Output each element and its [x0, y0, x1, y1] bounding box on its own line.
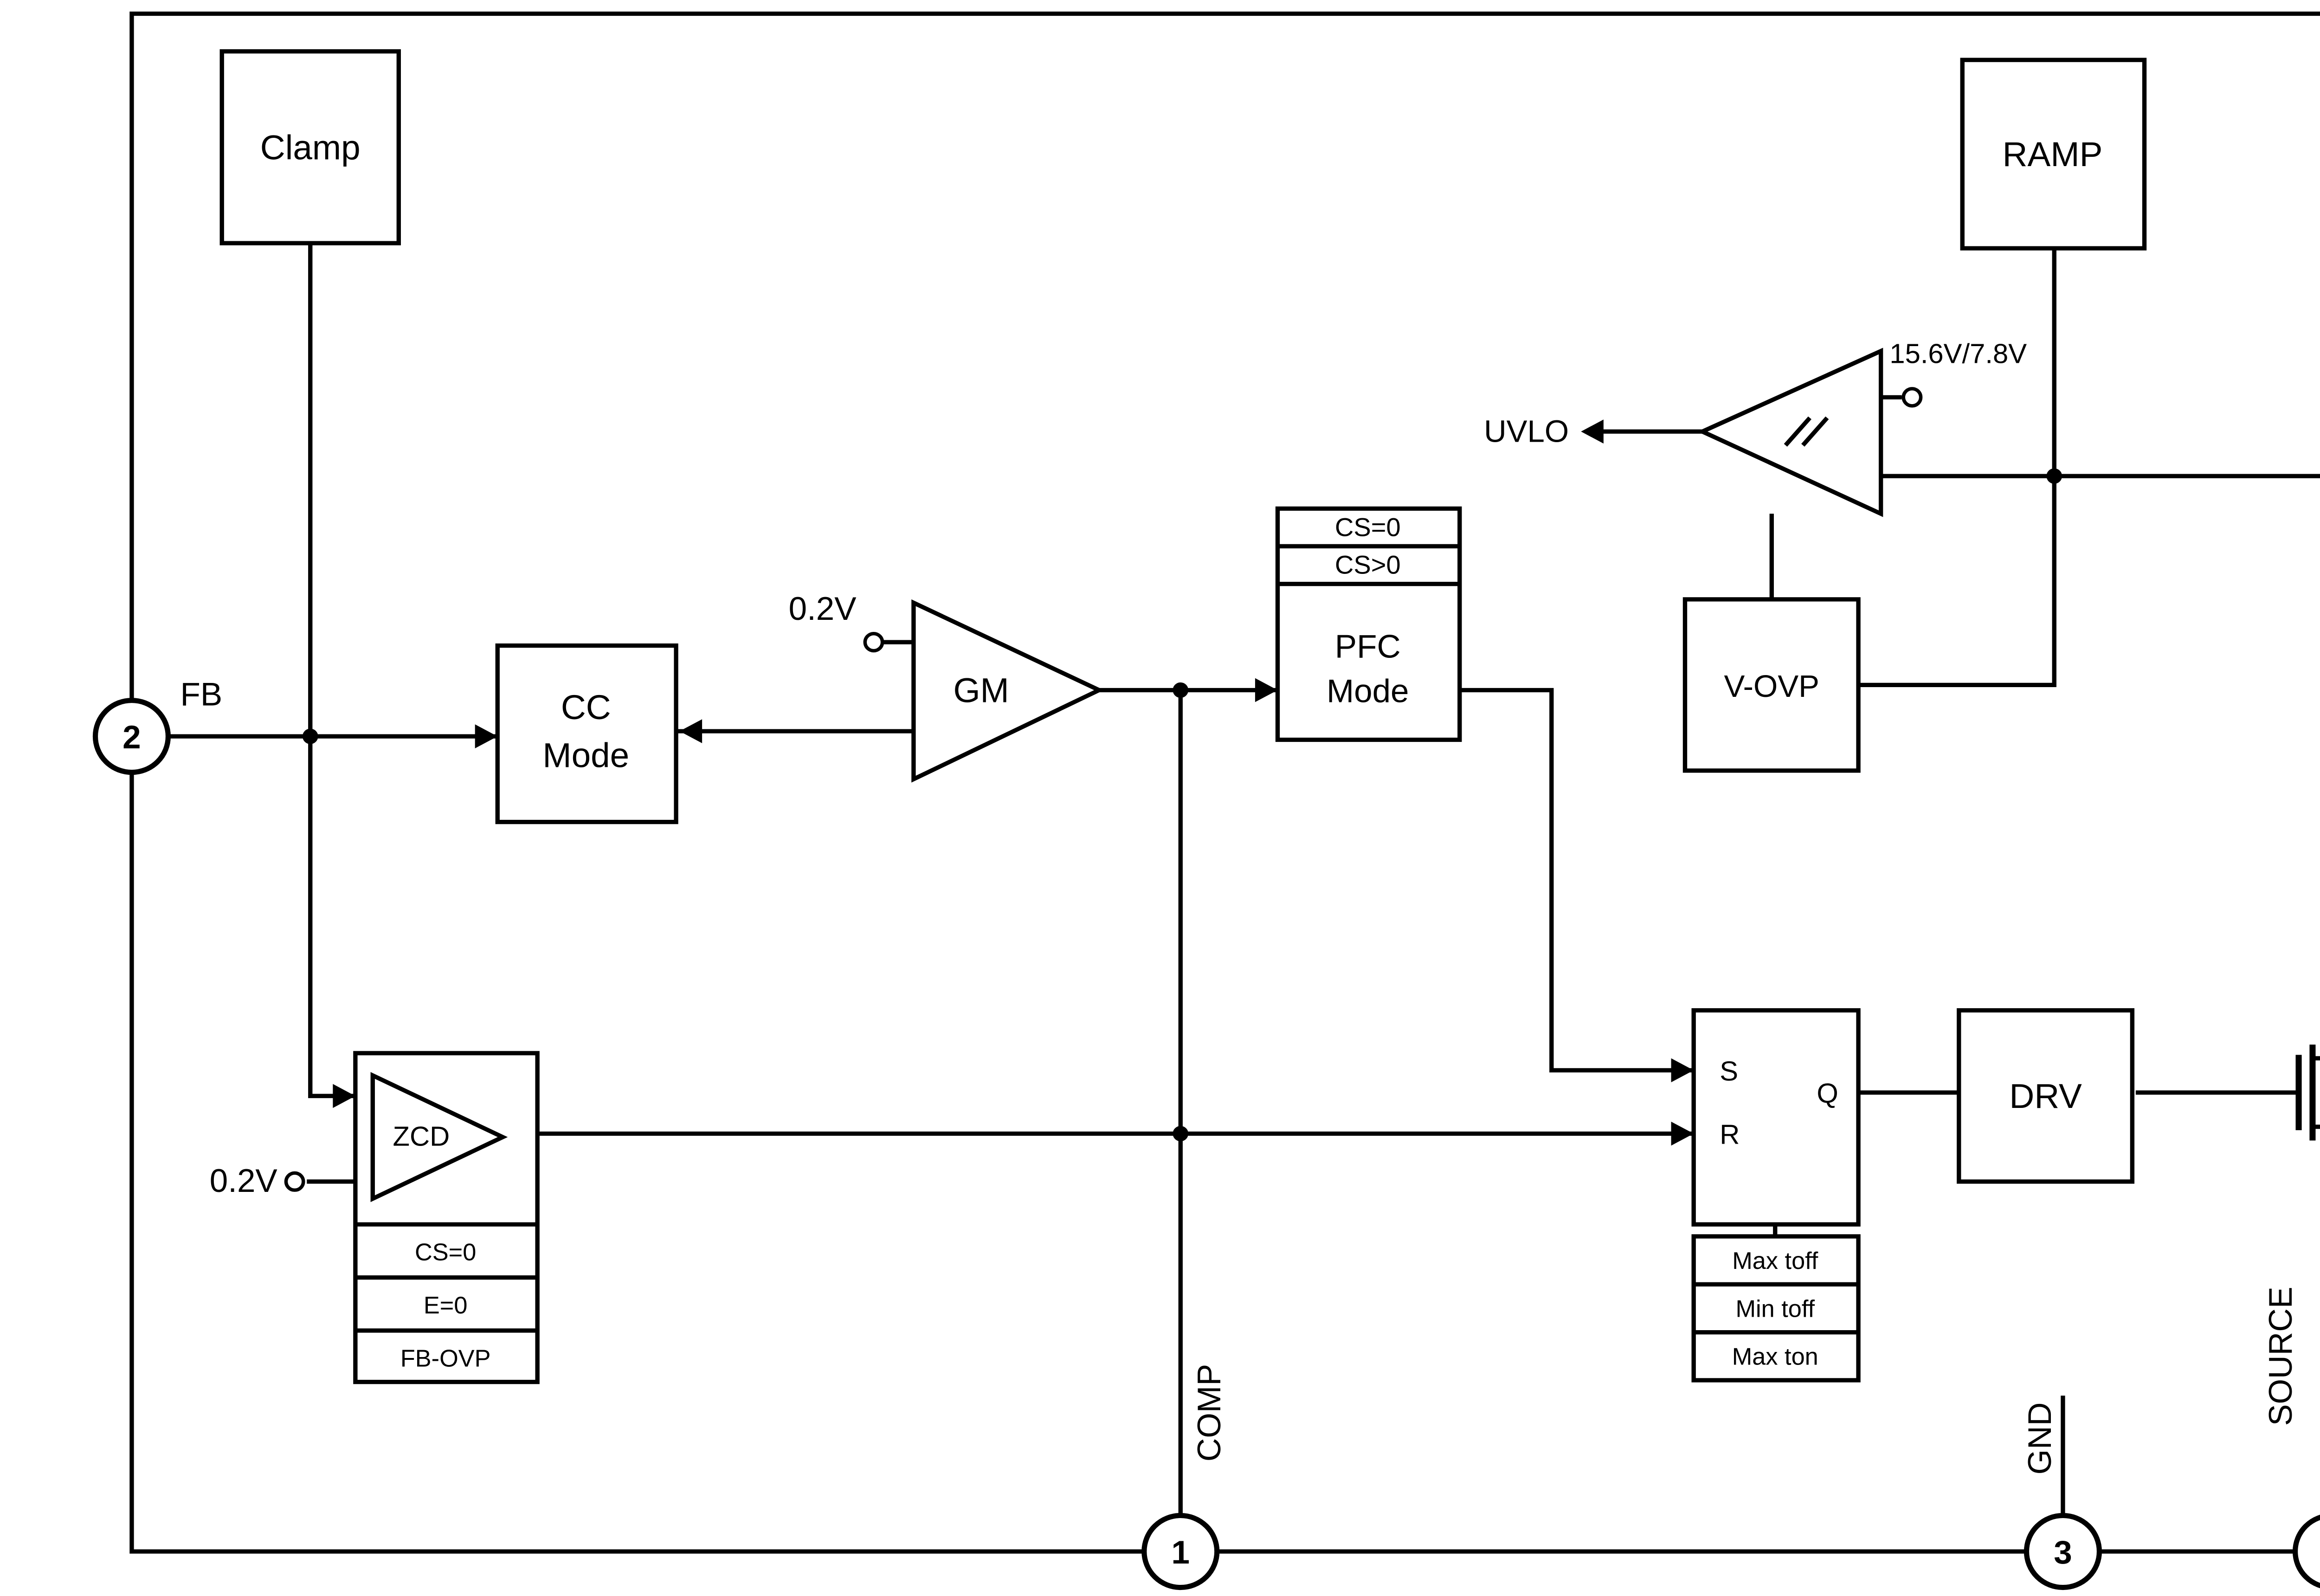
zcd-comparator-triangle — [370, 1072, 508, 1203]
pin-fb-circle — [92, 698, 171, 775]
gm-ref-terminal — [863, 631, 884, 653]
zcd-ref-label: 0.2V — [210, 1162, 277, 1199]
zcd-row2-label: E=0 — [424, 1292, 468, 1319]
block-clamp: Clamp — [219, 49, 401, 245]
zcd-ref-terminal — [284, 1171, 305, 1192]
drv-label: DRV — [2009, 1077, 2082, 1115]
pfc-row1-label: CS=0 — [1335, 513, 1401, 542]
pin-comp-circle — [1141, 1512, 1220, 1590]
gm-amplifier: GM 0.2V — [789, 591, 1104, 783]
block-pfc-mode: CS=0 CS>0 PFC Mode — [1275, 506, 1462, 742]
block-cc-mode: CC Mode — [495, 643, 678, 824]
ramp-label: RAMP — [2003, 135, 2103, 173]
timers-row3-label: Max ton — [1732, 1344, 1818, 1371]
pin-fb: 2 FB — [92, 676, 223, 775]
pin-comp-label: COMP — [1191, 1364, 1227, 1461]
latch-s-label: S — [1720, 1055, 1738, 1087]
pin-comp-number: 1 — [1172, 1534, 1190, 1570]
uvlo-comparator: 15.6V/7.8V UVLO — [1484, 338, 2027, 517]
pin-gnd: 3 GND — [2021, 1403, 2102, 1590]
block-v-ovp: V-OVP — [1682, 597, 1861, 773]
pfc-row2-label: CS>0 — [1335, 551, 1401, 579]
latch-r-label: R — [1720, 1119, 1740, 1150]
cc-mode-label-line1: CC — [561, 689, 611, 727]
pin-gnd-label: GND — [2021, 1403, 2057, 1475]
gm-ref-label: 0.2V — [789, 591, 857, 627]
cc-mode-label-line2: Mode — [542, 736, 629, 774]
timers-row2-label: Min toff — [1735, 1296, 1815, 1323]
hysteresis-icon — [1784, 416, 1829, 447]
uvlo-output-label: UVLO — [1484, 414, 1569, 449]
pin-source: 5 SOURCE — [2262, 1287, 2320, 1589]
junction-dots — [302, 468, 2062, 1142]
pin-fb-label: FB — [180, 676, 223, 713]
pfc-label-line2: Mode — [1327, 673, 1409, 709]
block-timers: Max toff Min toff Max ton — [1691, 1234, 1861, 1383]
gm-label: GM — [953, 671, 1009, 709]
clamp-label: Clamp — [260, 129, 361, 167]
zcd-label: ZCD — [393, 1121, 450, 1152]
uvlo-thresholds-label: 15.6V/7.8V — [1889, 338, 2027, 369]
gm-amp-triangle — [911, 599, 1104, 783]
timers-row1-label: Max toff — [1732, 1248, 1818, 1274]
pin-comp: 1 COMP — [1141, 1364, 1227, 1590]
arrowheads — [333, 419, 1694, 1146]
block-zcd: ZCD CS=0 E=0 FB-OVP 0.2V — [210, 1051, 540, 1384]
latch-q-label: Q — [1817, 1078, 1838, 1109]
pfc-label-line1: PFC — [1335, 628, 1401, 665]
pin-source-label: SOURCE — [2262, 1287, 2299, 1426]
power-mosfet — [2295, 1044, 2316, 1141]
zcd-row1-label: CS=0 — [415, 1239, 476, 1266]
pin-fb-number: 2 — [122, 719, 141, 755]
pin-gnd-number: 3 — [2054, 1534, 2072, 1570]
uvlo-triangle — [1697, 348, 1883, 517]
block-sr-latch: S R Q — [1691, 1008, 1861, 1227]
pin-source-circle — [2293, 1514, 2320, 1589]
wires — [168, 243, 2320, 1516]
block-ramp: RAMP — [1960, 58, 2147, 251]
uvlo-threshold-terminal — [1901, 387, 1923, 408]
pin-gnd-circle — [2024, 1512, 2102, 1590]
v-ovp-label: V-OVP — [1724, 669, 1820, 704]
zcd-row3-label: FB-OVP — [400, 1345, 491, 1372]
block-drv: DRV — [1957, 1008, 2135, 1184]
